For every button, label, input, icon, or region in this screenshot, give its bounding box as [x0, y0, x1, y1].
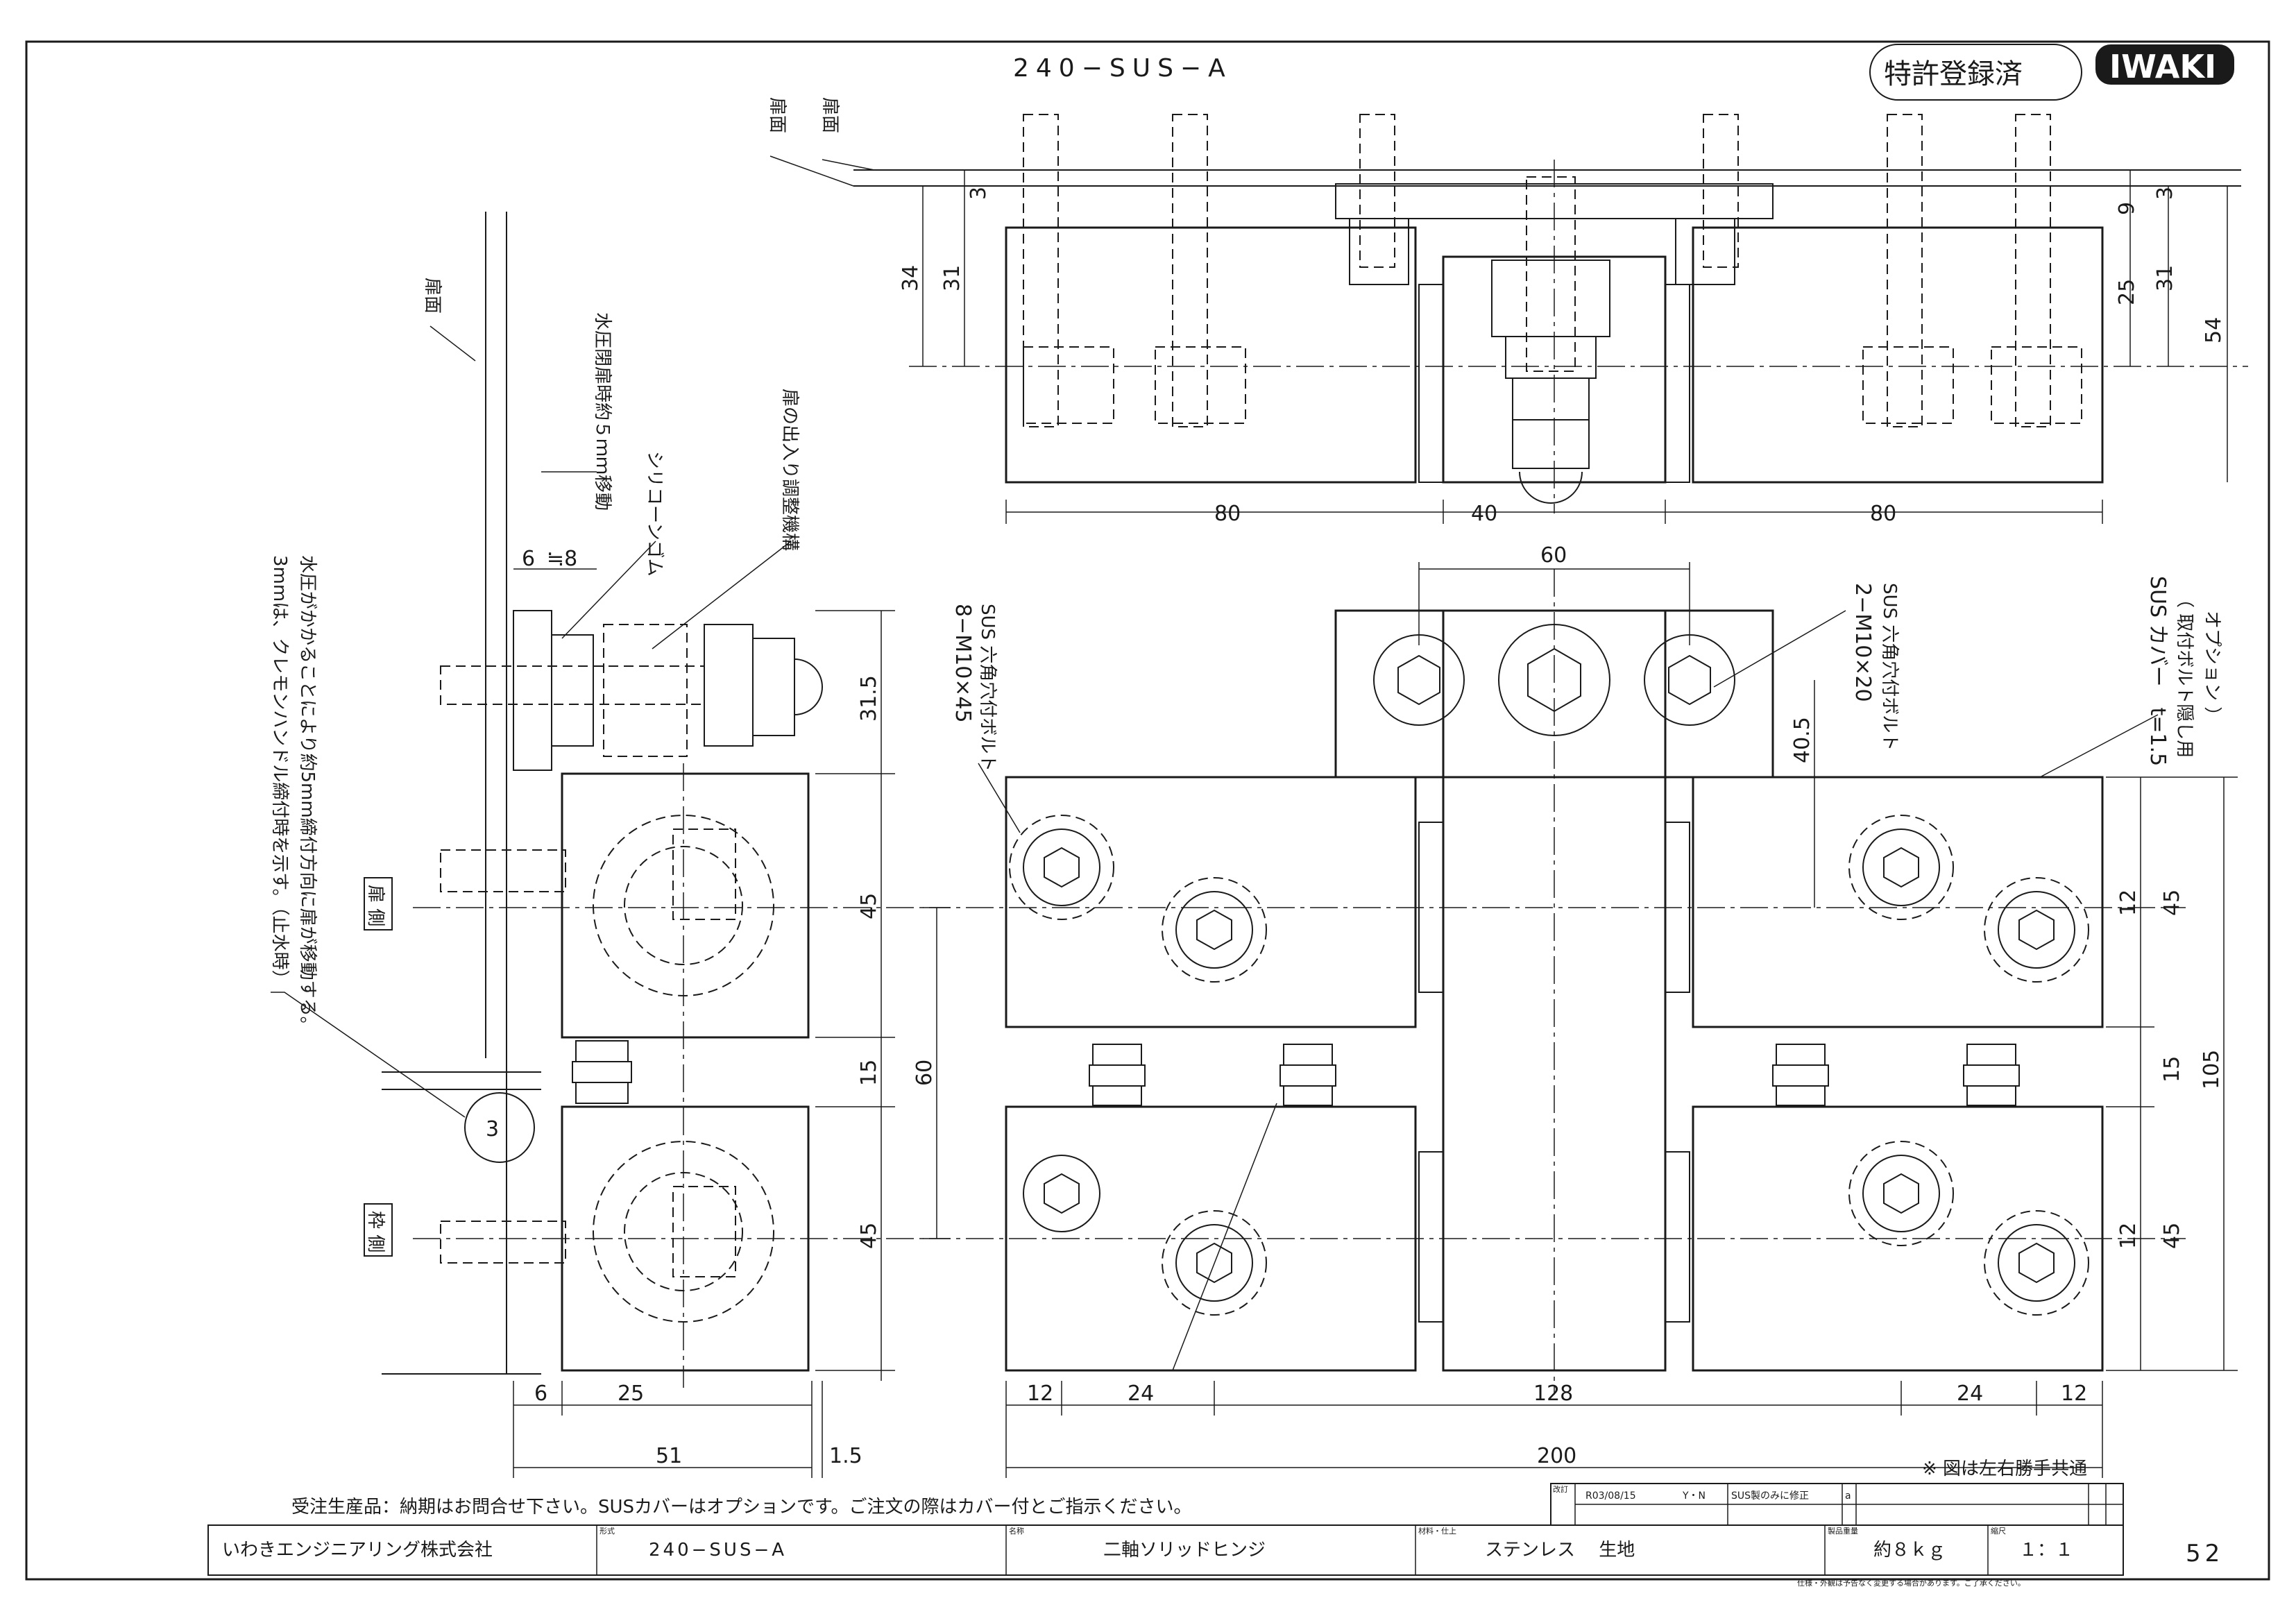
svg-text:IWAKI: IWAKI	[2109, 48, 2216, 85]
side-dim-6-top: 6	[522, 547, 535, 571]
material-label: 材料・仕上	[1418, 1526, 1456, 1536]
iwaki-logo: IWAKI	[2095, 44, 2234, 85]
note-3mm-line1: 3mmは、クレモンハンドル締付時を示す。（止水時）	[269, 555, 290, 988]
side-dim-8-top: ≒8	[547, 547, 577, 571]
cover-note-1: （ 取付ボルト隠し用	[2174, 590, 2195, 758]
bolt-left-spec: 8−M10×45	[951, 604, 975, 723]
side-door-face-label: 扉面	[422, 278, 443, 314]
front-dim-15: 15	[2160, 1056, 2184, 1082]
side-dim-15: 15	[857, 1060, 881, 1086]
cover-note-2: オプション ）	[2202, 611, 2222, 724]
weight-label: 製品重量	[1828, 1526, 1858, 1536]
top-dim-3-right: 3	[2153, 187, 2177, 200]
detail-circle-value: 3	[486, 1117, 499, 1141]
order-note: 受注生産品：納期はお問合せ下さい。SUSカバーはオプションです。ご注文の際はカバ…	[291, 1497, 1191, 1518]
label-frame-side: 枠 側	[365, 1211, 386, 1252]
patent-label: 特許登録済	[1884, 58, 2023, 90]
front-dim-12-lower: 12	[2116, 1223, 2141, 1249]
front-dim-45-upper: 45	[2160, 890, 2184, 916]
side-dim-25: 25	[618, 1382, 644, 1406]
front-dim-24-left: 24	[1128, 1382, 1154, 1406]
revision-label: 改訂	[1553, 1484, 1568, 1494]
revision-block: 改訂 R03/08/15 Y・N SUS製のみに修正 a	[1550, 1483, 2124, 1526]
scale-label: 縮尺	[1991, 1526, 2006, 1536]
note-silicone: シリコーンゴム	[644, 451, 665, 577]
product-name: 二軸ソリッドヒンジ	[1103, 1540, 1266, 1561]
title-block: いわきエンジニアリング株式会社 形式 240−SUS−A 名称 二軸ソリッドヒン…	[207, 1524, 2124, 1588]
model-label: 形式	[599, 1527, 615, 1536]
top-door-face-label-a: 扉面	[767, 97, 788, 133]
top-door-face-label-b: 扉面	[819, 97, 840, 133]
revision-by: Y・N	[1682, 1490, 1706, 1502]
side-dim-51: 51	[656, 1444, 682, 1468]
model-value: 240−SUS−A	[649, 1540, 787, 1561]
note-water-pressure: 水圧閉扉時約５ｍｍ移動	[592, 312, 613, 511]
top-dim-34: 34	[899, 265, 923, 291]
spec-footnote: 仕様・外観は予告なく変更する場合があります。ご了承ください。	[1797, 1578, 2025, 1588]
sheet-border	[25, 40, 2270, 1581]
cover-spec: SUS カバー t=1.5	[2145, 576, 2170, 766]
top-dim-80-left: 80	[1214, 502, 1241, 526]
front-dim-40-5: 40.5	[1790, 717, 1814, 763]
note-handed: ※ 図は左右勝手共通	[1922, 1459, 2087, 1479]
front-dim-24-right: 24	[1957, 1382, 1983, 1406]
name-label: 名称	[1009, 1526, 1024, 1536]
label-door-side: 扉 側	[365, 885, 386, 926]
front-dim-12-left: 12	[1027, 1382, 1053, 1406]
patent-badge	[1869, 44, 2082, 101]
revision-date: R03/08/15	[1585, 1490, 1636, 1502]
bolt-right-spec: 2−M10×20	[1851, 583, 1875, 702]
note-adjust: 扉の出入り調整機構	[779, 389, 800, 551]
side-dim-1-5: 1.5	[829, 1444, 862, 1468]
front-dim-45-lower: 45	[2160, 1223, 2184, 1249]
side-dim-31-5: 31.5	[857, 675, 881, 722]
bolt-right-material: SUS 六角穴付ボルト	[1879, 583, 1900, 751]
scale-value: １：１	[2019, 1540, 2073, 1561]
side-dim-6-bottom: 6	[534, 1382, 547, 1406]
weight-value: 約８ｋｇ	[1873, 1540, 1946, 1561]
front-dim-128: 128	[1533, 1382, 1573, 1406]
front-dim-200: 200	[1537, 1444, 1576, 1468]
front-dim-105: 105	[2200, 1050, 2224, 1089]
front-dim-12-right: 12	[2061, 1382, 2087, 1406]
front-dim-12-upper: 12	[2116, 890, 2141, 916]
top-dim-40: 40	[1471, 502, 1497, 526]
top-dim-9: 9	[2115, 202, 2139, 215]
top-dim-31-left: 31	[940, 265, 964, 291]
revision-description: SUS製のみに修正	[1731, 1490, 1809, 1502]
front-dim-60: 60	[1540, 543, 1567, 568]
side-dim-45-upper: 45	[857, 893, 881, 919]
top-dim-31-right: 31	[2153, 265, 2177, 291]
revision-mark: a	[1845, 1490, 1851, 1502]
material-value: ステンレス 生地	[1485, 1540, 1635, 1561]
page-number: 52	[2186, 1540, 2224, 1567]
side-dim-60: 60	[912, 1060, 937, 1086]
top-dim-25: 25	[2115, 279, 2139, 305]
top-dim-80-right: 80	[1870, 502, 1896, 526]
note-3mm-line2: 水圧がかかることにより約5mm締付方向に扉が移動する。	[297, 555, 318, 1035]
side-dim-45-lower: 45	[857, 1223, 881, 1249]
company-name: いわきエンジニアリング株式会社	[222, 1540, 493, 1561]
top-view: 扉面 扉面	[767, 97, 2248, 526]
drawing-title: 240−SUS−A	[1013, 54, 1232, 83]
top-dim-3-left: 3	[967, 187, 991, 200]
bolt-left-material: SUS 六角穴付ボルト	[977, 604, 998, 772]
detail-circle	[464, 1092, 535, 1163]
side-view: 扉面 水圧閉扉時約５ｍｍ移動 シリコーンゴム 扉の出入り調整機構	[269, 212, 951, 1478]
top-dim-54: 54	[2202, 317, 2226, 343]
front-view: 8−M10×45 SUS 六角穴付ボルト 2−M10×20 SUS 六角穴付ボル…	[923, 543, 2238, 1478]
